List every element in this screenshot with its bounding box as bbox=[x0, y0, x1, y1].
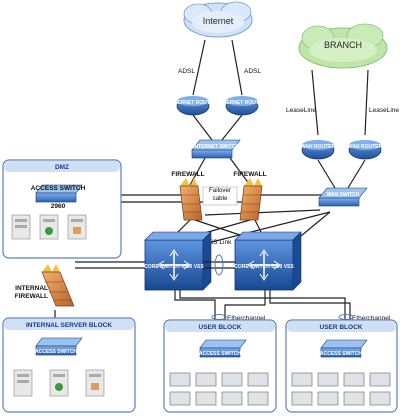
internet-cloud-label: Internet bbox=[203, 16, 234, 26]
adsl-label-right: ADSL bbox=[244, 68, 261, 75]
dmz-server-1 bbox=[11, 214, 31, 240]
user-block-2-pc-3 bbox=[343, 372, 365, 387]
internal-server-3 bbox=[85, 369, 105, 397]
user-block-1-pc-7 bbox=[221, 391, 243, 406]
user-block-1-pc-5 bbox=[169, 391, 191, 406]
internet-router-left: INTERNET ROUTER bbox=[169, 96, 217, 116]
internet-router-left-label: INTERNET ROUTER bbox=[169, 100, 217, 106]
user-block-2-switch-label: ACCESS SWITCH bbox=[320, 351, 362, 357]
vss-link bbox=[203, 254, 235, 276]
user-block-2-pc-7 bbox=[343, 391, 365, 406]
internal-server-block: INTERNAL SERVER BLOCK ACCESS SWITCH bbox=[2, 317, 136, 413]
core-switch-left: CORE SWITCH 6500 VSS bbox=[144, 231, 212, 291]
dmz-access-switch: ACCESS SWITCH 2960 bbox=[31, 184, 86, 210]
failover-label-box bbox=[202, 186, 238, 206]
etherchannel-label-left: Etherchannel bbox=[227, 315, 266, 322]
router-switch-line-right bbox=[221, 114, 243, 141]
core-user2-line-2 bbox=[269, 290, 351, 330]
user-block-1-pc-8 bbox=[247, 391, 269, 406]
user-block-1-pc-6 bbox=[195, 391, 217, 406]
user-block-2: USER BLOCK ACCESS SWITCH bbox=[285, 319, 398, 413]
internal-firewall-label-wrap: INTERNAL FIREWALL bbox=[14, 285, 48, 300]
user-block-1-pc-4 bbox=[247, 372, 269, 387]
lease-line-right bbox=[364, 69, 369, 136]
firewall-right-label: FIREWALL bbox=[233, 171, 266, 178]
dmz-block: DMZ ACCESS SWITCH 2960 bbox=[2, 159, 122, 259]
internal-firewall-label: INTERNAL FIREWALL bbox=[14, 285, 48, 300]
user-block-1: USER BLOCK ACCESS SWITCH bbox=[163, 319, 277, 413]
wan-router-switch-left bbox=[317, 159, 336, 189]
adsl-label-left: ADSL bbox=[178, 68, 195, 75]
wan-router-left: WAN ROUTER bbox=[301, 140, 336, 160]
dmz-title: DMZ bbox=[55, 164, 69, 171]
internal-server-block-title: INTERNAL SERVER BLOCK bbox=[26, 322, 112, 329]
leaseline-label-left: LeaseLine bbox=[286, 107, 316, 114]
wan-switch-label: WAN SWITCH bbox=[327, 192, 360, 198]
adsl-line-left bbox=[192, 39, 206, 96]
leaseline-label-right: LeaseLine bbox=[369, 107, 399, 114]
internet-switch: INTERNET SWITCH bbox=[191, 139, 241, 159]
user-block-1-pc-1 bbox=[169, 372, 191, 387]
user-block-2-pc-4 bbox=[369, 372, 391, 387]
internet-router-right: INTERNET ROUTER bbox=[218, 96, 266, 116]
user-block-2-title: USER BLOCK bbox=[320, 324, 363, 331]
core-user2-line-1 bbox=[179, 290, 346, 330]
user-block-2-pc-5 bbox=[291, 391, 313, 406]
internal-server-2 bbox=[49, 369, 69, 397]
internet-router-right-label: INTERNET ROUTER bbox=[218, 100, 266, 106]
internal-access-switch-label: ACCESS SWITCH bbox=[35, 349, 77, 355]
user-block-2-pc-2 bbox=[317, 372, 339, 387]
router-switch-line-left bbox=[192, 114, 213, 141]
internal-access-switch: ACCESS SWITCH bbox=[35, 337, 83, 356]
fw-wan-line-2 bbox=[204, 209, 321, 216]
user-block-2-pc-1 bbox=[291, 372, 313, 387]
failover-label-wrap: Failover cable bbox=[208, 187, 231, 202]
user-block-1-switch-label: ACCESS SWITCH bbox=[199, 351, 241, 357]
internal-firewall bbox=[41, 264, 75, 307]
dmz-switch-model: 2960 bbox=[51, 203, 66, 210]
failover-label: Failover cable bbox=[208, 187, 231, 202]
user-block-2-access-switch: ACCESS SWITCH bbox=[320, 339, 368, 358]
wan-router-left-label: WAN ROUTER bbox=[301, 144, 336, 150]
core-switch-right-label: CORE SWITCH 6500 VSS bbox=[234, 264, 294, 270]
dmz-server-3 bbox=[67, 214, 87, 240]
internet-cloud: Internet bbox=[183, 1, 253, 38]
firewall-left: FIREWALL bbox=[171, 171, 205, 221]
user-block-1-access-switch: ACCESS SWITCH bbox=[199, 339, 247, 358]
internal-server-1 bbox=[13, 369, 33, 397]
wan-router-right-label: WAN ROUTER bbox=[348, 144, 383, 150]
user-block-1-pc-2 bbox=[195, 372, 217, 387]
branch-cloud: BRANCH bbox=[298, 23, 388, 69]
wan-router-switch-right bbox=[347, 159, 366, 189]
dmz-switch-label: ACCESS SWITCH bbox=[31, 185, 86, 192]
adsl-line-right bbox=[231, 39, 243, 96]
firewall-right: FIREWALL bbox=[233, 171, 267, 221]
user-block-2-pcs bbox=[291, 372, 391, 406]
etherchannel-marker-left bbox=[211, 314, 227, 320]
firewall-left-label: FIREWALL bbox=[171, 171, 204, 178]
user-block-1-pc-3 bbox=[221, 372, 243, 387]
switch-fw-line-left bbox=[189, 157, 206, 186]
wan-router-right: WAN ROUTER bbox=[348, 140, 383, 160]
lease-line-left bbox=[311, 69, 319, 136]
core-switch-left-label: CORE SWITCH 6500 VSS bbox=[144, 264, 204, 270]
wan-switch: WAN SWITCH bbox=[318, 187, 368, 207]
etherchannel-marker-right bbox=[338, 314, 354, 320]
dmz-server-2 bbox=[39, 214, 59, 240]
user-block-1-title: USER BLOCK bbox=[199, 324, 242, 331]
branch-cloud-label: BRANCH bbox=[324, 40, 362, 50]
switch-fw-line-right bbox=[229, 157, 251, 186]
vss-link-label: VSS Link bbox=[205, 239, 232, 246]
etherchannel-label-right: Etherchannel bbox=[352, 315, 391, 322]
user-block-2-pc-8 bbox=[369, 391, 391, 406]
internet-switch-label: INTERNET SWITCH bbox=[193, 144, 239, 150]
user-block-1-pcs bbox=[169, 372, 269, 406]
user-block-2-pc-6 bbox=[317, 391, 339, 406]
core-switch-right: CORE SWITCH 6500 VSS bbox=[234, 231, 302, 291]
wan-core-line-2 bbox=[199, 211, 331, 246]
